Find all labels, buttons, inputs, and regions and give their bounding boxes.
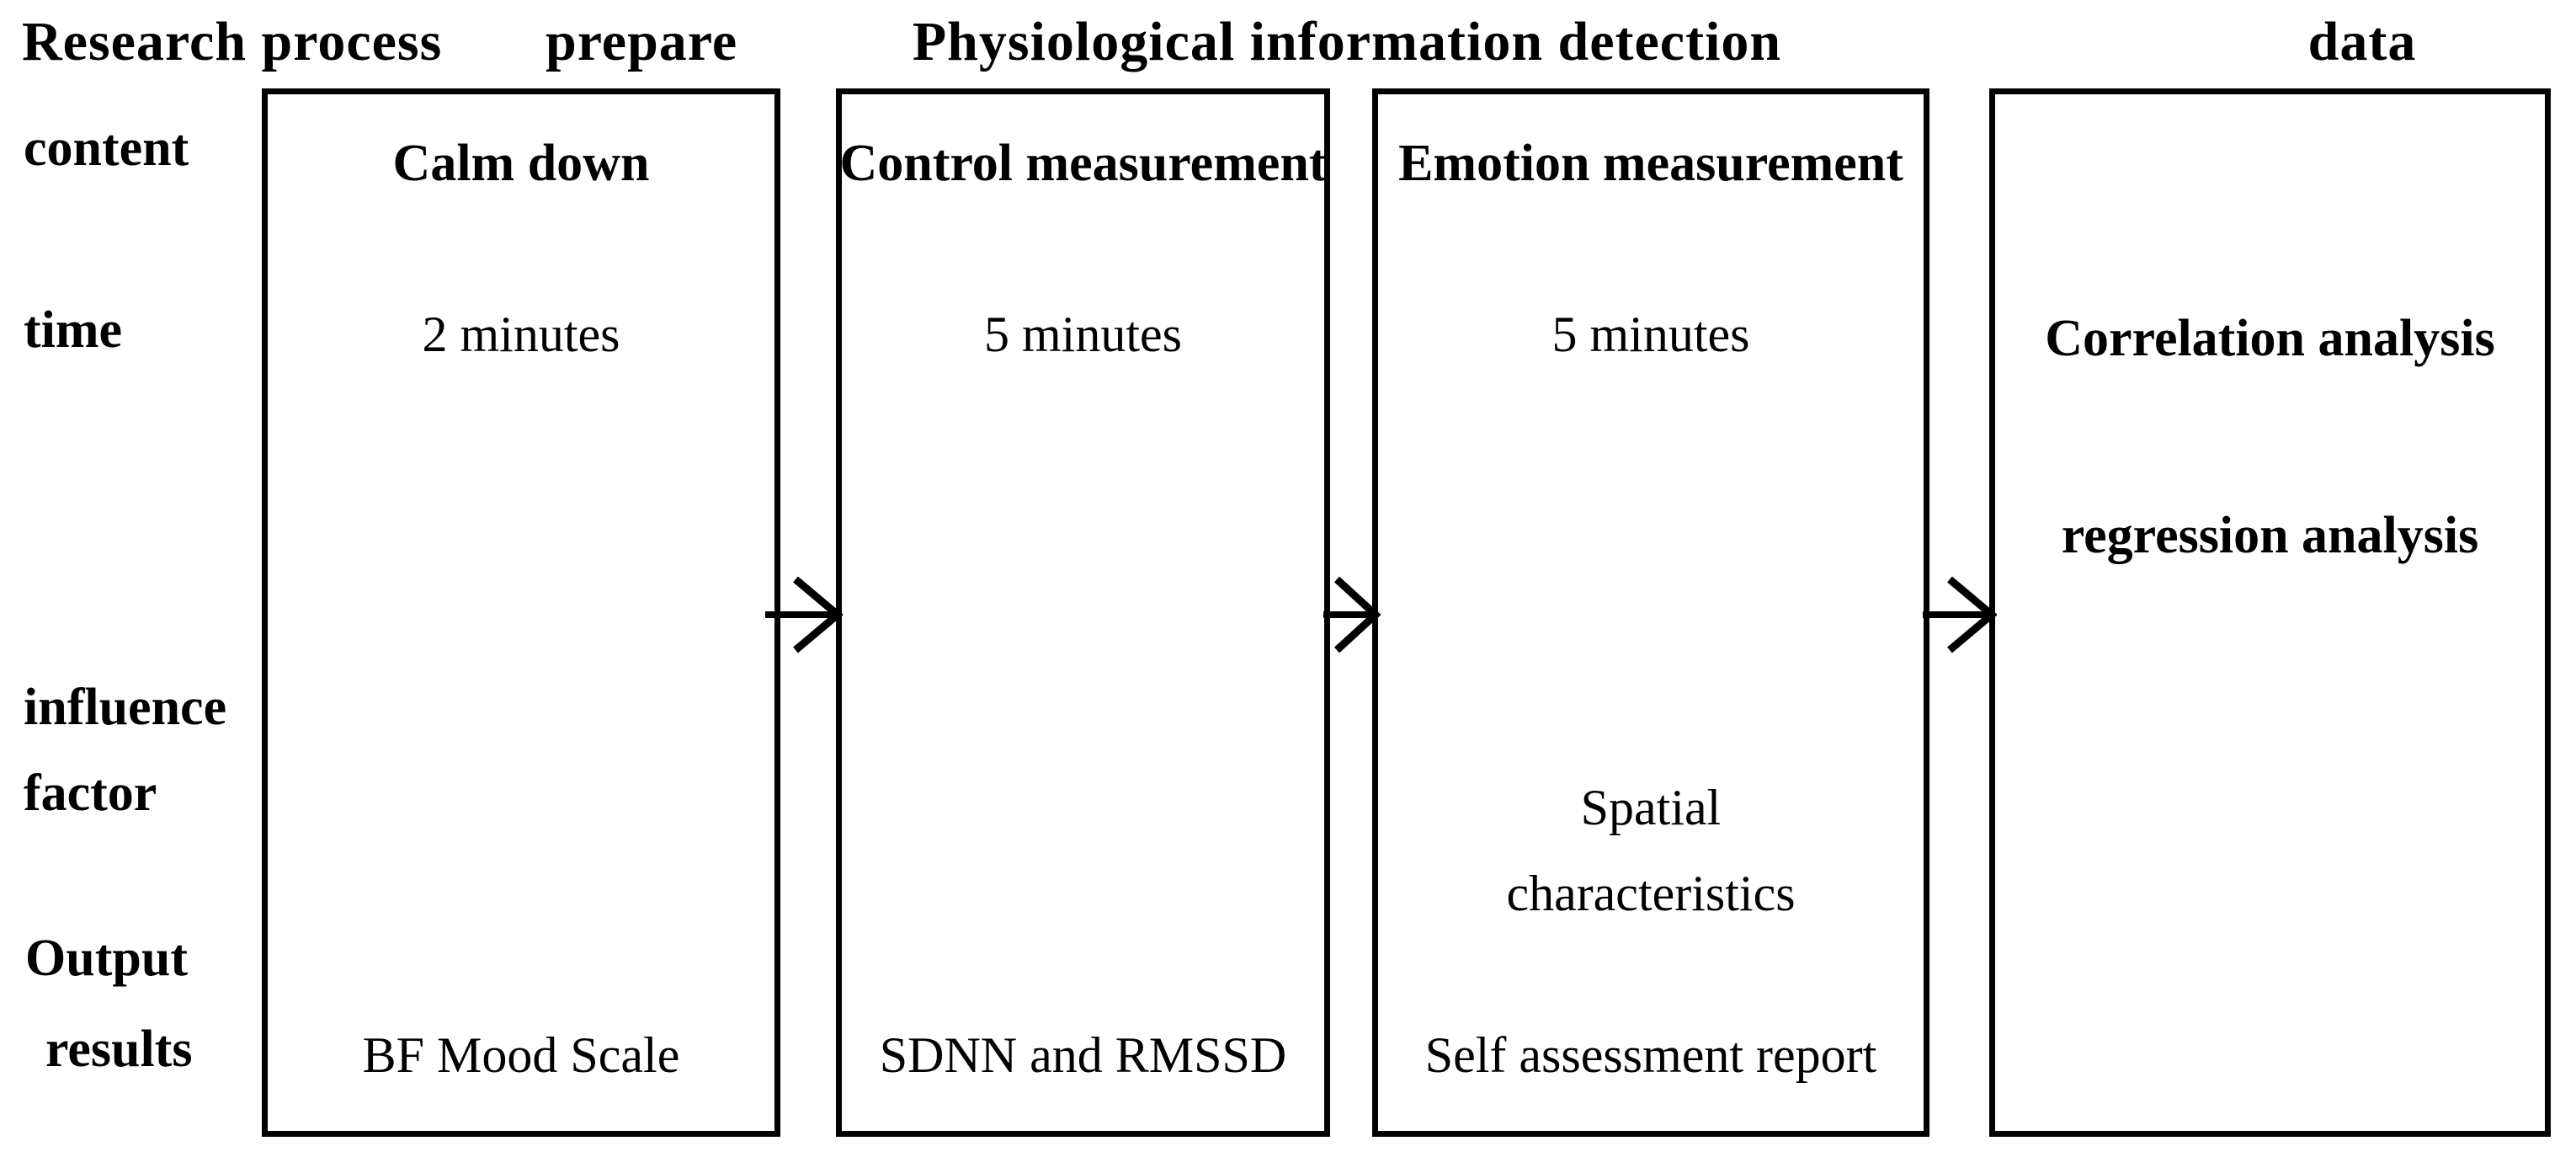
row-label-content: content xyxy=(24,120,189,177)
flow-arrow-3-icon xyxy=(1923,576,1997,653)
stage-analysis-line2: regression analysis xyxy=(2061,507,2479,564)
stage-box-control-measurement: Control measurement 5 minutes SDNN and R… xyxy=(836,88,1330,1137)
header-physiological-information-detection: Physiological information detection xyxy=(912,11,1782,72)
stage-content-label: Control measurement xyxy=(839,135,1327,192)
flow-arrow-1-icon xyxy=(765,576,843,653)
stage-content-label: Calm down xyxy=(392,135,650,192)
stage-time-label: 5 minutes xyxy=(984,307,1182,362)
header-data: data xyxy=(2307,11,2417,72)
stage-influence-factor-line2: characteristics xyxy=(1506,866,1796,921)
row-label-results: results xyxy=(45,1021,193,1078)
stage-influence-factor-line1: Spatial xyxy=(1580,780,1722,835)
stage-box-data-analysis: Correlation analysis regression analysis xyxy=(1989,88,2551,1137)
stage-output-label: BF Mood Scale xyxy=(362,1027,680,1083)
stage-output-label: SDNN and RMSSD xyxy=(879,1027,1287,1083)
row-label-time: time xyxy=(24,301,123,359)
header-research-process: Research process xyxy=(22,11,443,72)
stage-analysis-line1: Correlation analysis xyxy=(2045,310,2495,367)
stage-output-label: Self assessment report xyxy=(1424,1027,1877,1083)
flow-arrow-2-icon xyxy=(1323,576,1381,653)
row-label-output: Output xyxy=(25,930,188,987)
stage-time-label: 2 minutes xyxy=(422,307,620,362)
stage-box-emotion-measurement: Emotion measurement 5 minutes Spatial ch… xyxy=(1372,88,1929,1137)
stage-content-label: Emotion measurement xyxy=(1398,135,1903,192)
row-label-factor: factor xyxy=(24,765,157,822)
stage-time-label: 5 minutes xyxy=(1551,307,1750,362)
header-prepare: prepare xyxy=(546,11,738,72)
stage-box-prepare: Calm down 2 minutes BF Mood Scale xyxy=(262,88,780,1137)
row-label-influence: influence xyxy=(24,679,227,736)
